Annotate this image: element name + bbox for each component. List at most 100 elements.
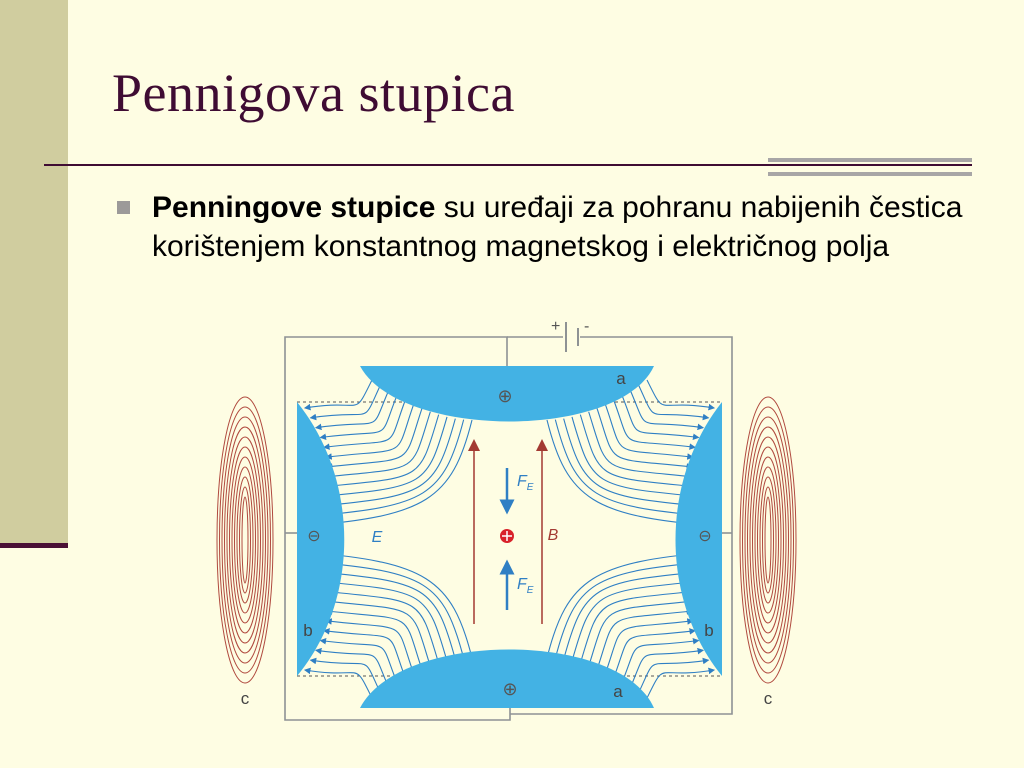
field-line [638, 384, 710, 421]
bottom-electrode-label: a [613, 682, 623, 701]
field-line [325, 608, 423, 670]
magnet-coils [216, 396, 797, 684]
right-coil-ring [739, 396, 797, 684]
field-line [319, 416, 448, 500]
right-coil-ring [762, 486, 774, 594]
field-line [303, 667, 373, 699]
field-line [613, 628, 697, 679]
right-coil-ring [754, 456, 782, 624]
left-coil-label: c [241, 689, 250, 708]
field-line [621, 395, 700, 441]
right-coil-ring [759, 476, 777, 604]
right-electrode-label: b [704, 621, 713, 640]
field-line [638, 657, 710, 694]
top-force-symbol: F [517, 473, 528, 490]
field-line [579, 588, 697, 664]
field-line [309, 384, 381, 421]
field-line [319, 395, 398, 441]
field-line [303, 379, 373, 411]
left-decor-band [0, 0, 68, 546]
field-line [588, 598, 694, 667]
right-coil-ring [747, 426, 789, 654]
field-line [621, 637, 700, 683]
left-electrode-negative-sign: ⊖ [307, 528, 320, 545]
right-coil-ring [742, 406, 794, 674]
field-line [314, 647, 390, 688]
field-line [546, 419, 716, 529]
left-coil-ring [236, 476, 254, 604]
battery-minus-label: - [584, 318, 589, 335]
bottom-electrode [360, 649, 654, 708]
field-line [314, 418, 456, 510]
magnetic-field-label: B [548, 527, 559, 544]
left-coil-ring [239, 486, 251, 594]
bullet-square [117, 201, 130, 214]
bullet-description: su uređaji za pohranu nabijenih čestica … [152, 191, 963, 263]
field-line [546, 549, 716, 659]
field-line [319, 637, 398, 683]
left-coil-ring [229, 446, 261, 634]
field-line [322, 414, 440, 490]
bottom-force-symbol: F [517, 576, 528, 593]
field-line [579, 414, 697, 490]
left-coil-ring [221, 416, 269, 664]
bottom-force-subscript: E [527, 585, 534, 596]
top-electrode-label: a [616, 369, 626, 388]
right-coil-ring [764, 496, 772, 584]
circuit-wires [284, 322, 733, 721]
field-line [325, 598, 431, 667]
title-rule-accent-top [768, 158, 972, 162]
field-line [646, 667, 716, 699]
title-rule [44, 164, 972, 166]
left-coil-ring [241, 496, 249, 584]
left-coil-ring [226, 436, 264, 644]
left-coil-ring [234, 466, 256, 614]
right-coil-label: c [764, 689, 773, 708]
field-line [604, 404, 694, 460]
field-line [319, 578, 448, 662]
field-line [588, 411, 694, 480]
field-line [322, 399, 406, 450]
field-line [309, 559, 465, 659]
top-force-subscript: E [527, 482, 534, 493]
bottom-electrode-positive-sign: ⊕ [502, 679, 517, 699]
wire-left-loop [284, 336, 511, 721]
field-line [646, 379, 716, 411]
top-electrode-positive-sign: ⊕ [497, 386, 512, 406]
right-electrode-negative-sign: ⊖ [698, 528, 711, 545]
field-line [325, 411, 431, 480]
field-line [303, 549, 473, 659]
electric-field-label: E [372, 529, 383, 546]
field-line [322, 588, 440, 664]
field-line [309, 657, 381, 694]
left-coil-ring [219, 406, 271, 674]
top-force-label: FE [517, 473, 534, 493]
left-decor-line [0, 543, 68, 548]
battery-plus-label: + [551, 318, 560, 335]
right-electrode [675, 402, 722, 676]
field-line [629, 390, 705, 431]
electric-field-lines [303, 379, 716, 699]
right-coil-ring [749, 436, 787, 644]
field-line [554, 559, 710, 659]
field-line [322, 628, 406, 679]
bullet-term: Penningove stupice [152, 191, 436, 224]
top-electrode [360, 366, 654, 422]
field-line [571, 578, 700, 662]
left-electrode-label: b [303, 621, 312, 640]
field-line [325, 618, 415, 674]
field-line [563, 418, 705, 510]
bullet-text: Penningove stupice su uređaji za pohranu… [152, 188, 982, 266]
title-rule-accent-bottom [768, 172, 972, 176]
left-coil-ring [216, 396, 274, 684]
field-line [596, 608, 694, 670]
field-line [563, 568, 705, 660]
field-line [309, 419, 465, 519]
right-coil-ring [752, 446, 784, 634]
field-line [325, 408, 423, 470]
field-line [554, 419, 710, 519]
magnetic-field-arrows [468, 439, 548, 624]
left-electrode [297, 402, 345, 676]
slide-title: Pennigova stupica [112, 63, 515, 123]
